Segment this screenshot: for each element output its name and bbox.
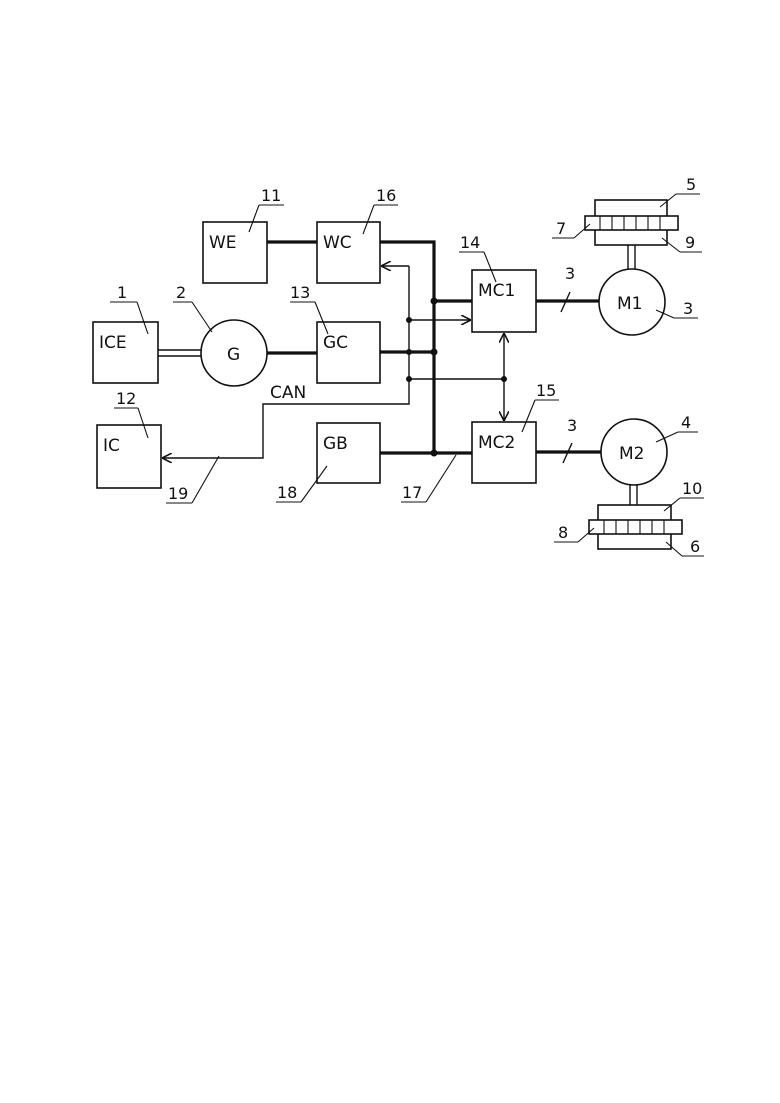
ref-8: 8 — [554, 523, 594, 542]
phase-mark-label: 3 — [565, 264, 575, 283]
mc1-label: MC1 — [478, 281, 515, 301]
svg-text:19: 19 — [168, 484, 188, 503]
svg-text:6: 6 — [690, 537, 700, 556]
svg-text:17: 17 — [402, 483, 422, 502]
ref-17: 17 — [401, 455, 456, 502]
can-label: CAN — [270, 383, 306, 403]
motor-m1-label: M1 — [617, 294, 642, 314]
ice-label: ICE — [99, 333, 127, 353]
can-junction — [406, 376, 412, 382]
svg-text:5: 5 — [686, 175, 696, 194]
svg-text:8: 8 — [558, 523, 568, 542]
ref-2: 2 — [173, 283, 212, 332]
mc2-label: MC2 — [478, 433, 515, 453]
ic-block — [97, 425, 161, 488]
mc1-block — [472, 270, 536, 332]
ref-10: 10 — [664, 479, 704, 511]
wc-label: WC — [323, 233, 352, 253]
ic-label: IC — [103, 436, 120, 456]
svg-text:9: 9 — [685, 233, 695, 252]
svg-text:13: 13 — [290, 283, 310, 302]
ref-5: 5 — [660, 175, 700, 207]
wheel-assembly-top — [585, 200, 678, 269]
bus-junction — [431, 298, 438, 305]
phase-mark-label: 3 — [567, 416, 577, 435]
svg-text:15: 15 — [536, 381, 556, 400]
svg-text:10: 10 — [682, 479, 702, 498]
can-junction — [406, 317, 412, 323]
motor-m2-label: M2 — [619, 444, 644, 464]
ref-19: 19 — [166, 456, 219, 503]
svg-text:4: 4 — [681, 413, 691, 432]
svg-text:18: 18 — [277, 483, 297, 502]
can-junction — [501, 376, 507, 382]
bus-junction — [431, 349, 438, 356]
svg-text:14: 14 — [460, 233, 480, 252]
gb-label: GB — [323, 434, 348, 454]
svg-text:11: 11 — [261, 186, 281, 205]
wheel-assembly-bottom — [589, 485, 682, 549]
ref-9: 9 — [662, 233, 702, 252]
svg-text:16: 16 — [376, 186, 396, 205]
bus-junction — [431, 450, 438, 457]
svg-text:12: 12 — [116, 389, 136, 408]
svg-text:3: 3 — [683, 299, 693, 318]
generator-label: G — [227, 345, 240, 365]
can-junction — [406, 349, 412, 355]
svg-text:2: 2 — [176, 283, 186, 302]
gc-label: GC — [323, 333, 348, 353]
svg-text:1: 1 — [117, 283, 127, 302]
we-label: WE — [209, 233, 237, 253]
svg-text:7: 7 — [556, 219, 566, 238]
